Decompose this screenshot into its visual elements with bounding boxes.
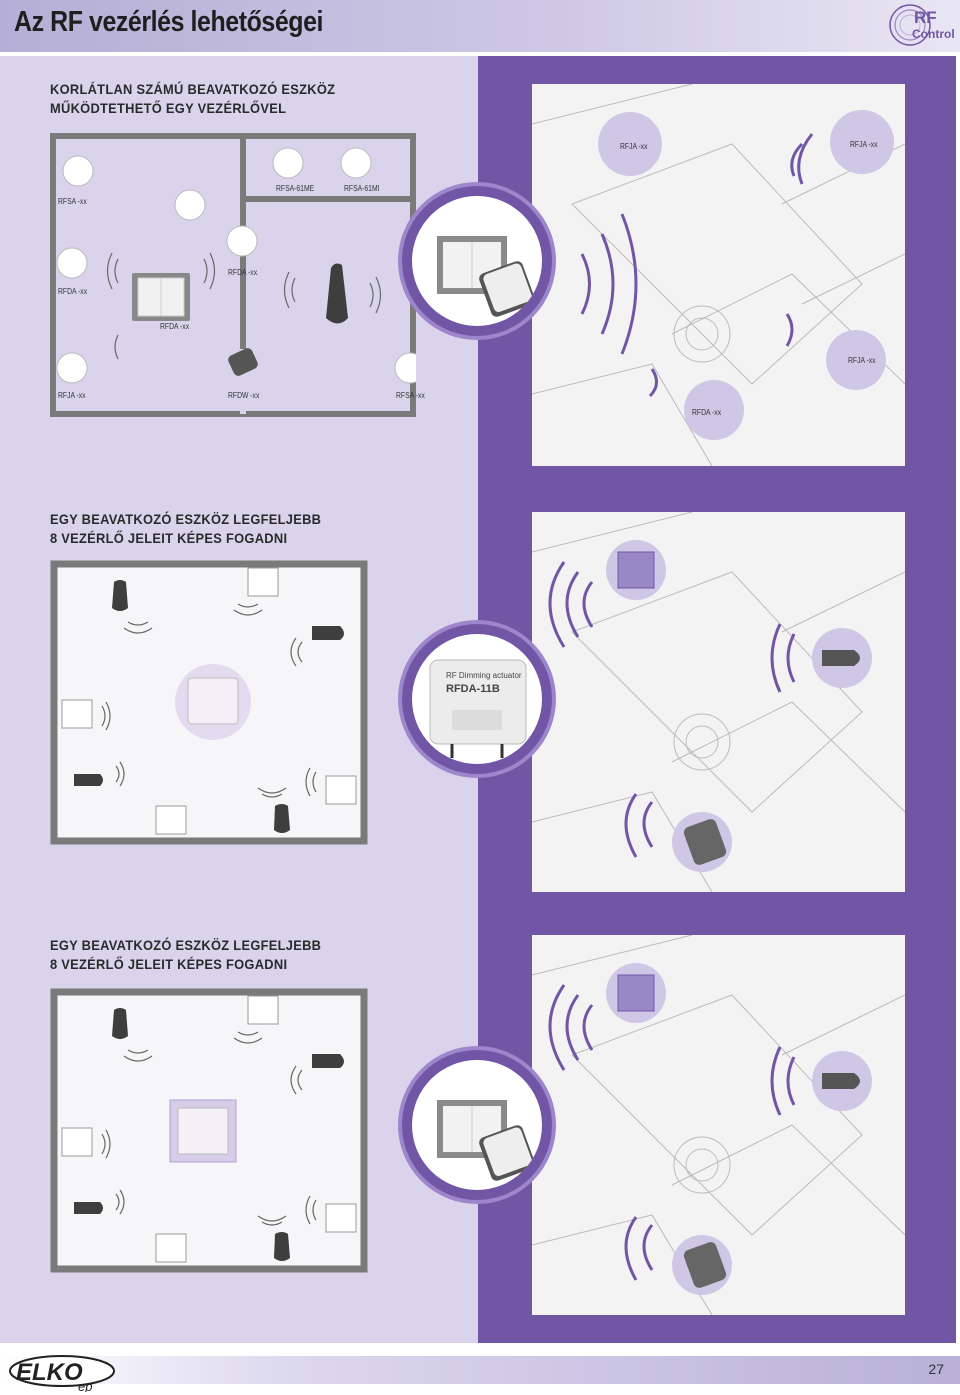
section1-heading-line2: MŰKÖDTETHETŐ EGY VEZÉRLŐVEL — [50, 100, 287, 116]
photo-label-rfja-3: RFJA -xx — [848, 356, 876, 365]
svg-text:ep: ep — [78, 1379, 92, 1392]
label-rfda-left: RFDA -xx — [58, 287, 88, 296]
section2-heading: EGY BEAVATKOZÓ ESZKÖZ LEGFELJEBB 8 VEZÉR… — [50, 510, 321, 548]
section2-heading-line1: EGY BEAVATKOZÓ ESZKÖZ LEGFELJEBB — [50, 511, 322, 527]
section2-heading-line2: 8 VEZÉRLŐ JELEIT KÉPES FOGADNI — [50, 530, 288, 546]
section3-heading: EGY BEAVATKOZÓ ESZKÖZ LEGFELJEBB 8 VEZÉR… — [50, 936, 321, 974]
section3-heading-line1: EGY BEAVATKOZÓ ESZKÖZ LEGFELJEBB — [50, 937, 322, 953]
rfja-badge-2 — [830, 110, 894, 174]
signal-waves-1 — [580, 133, 814, 398]
section1-heading: KORLÁTLAN SZÁMÚ BEAVATKOZÓ ESZKÖZ MŰKÖDT… — [50, 80, 335, 118]
page-number: 27 — [928, 1361, 944, 1377]
room-sketch-photo-2 — [532, 512, 905, 892]
page-title: Az RF vezérlés lehetőségei — [14, 6, 324, 38]
zoom-circle-2-inner: RF Dimming actuator RFDA-11B — [412, 634, 542, 764]
rfda-badge — [684, 380, 744, 440]
zoom-circle-3 — [398, 1046, 556, 1204]
floor-plan-1 — [50, 133, 416, 417]
elko-ep-logo: ELKO ep — [9, 1355, 115, 1392]
zoom-circle-1 — [398, 182, 556, 340]
label-rfsa61mi: RFSA-61MI — [344, 184, 380, 193]
room-sketch-photo-3 — [532, 935, 905, 1315]
section1-heading-line1: KORLÁTLAN SZÁMÚ BEAVATKOZÓ ESZKÖZ — [50, 81, 336, 97]
label-rfdw: RFDW -xx — [228, 391, 260, 400]
photo-label-rfja-1: RFJA -xx — [620, 142, 648, 151]
zoom-circle-1-inner — [412, 196, 542, 326]
footer-bar — [0, 1356, 960, 1384]
zoom-circle-2: RF Dimming actuator RFDA-11B — [398, 620, 556, 778]
floor-plan-3 — [50, 988, 368, 1273]
device-label-top: RF Dimming actuator — [446, 671, 522, 680]
label-rfsa-br: RFSA -xx — [396, 391, 425, 400]
device-label-model: RFDA-11B — [446, 683, 500, 695]
floor-plan-2 — [50, 560, 368, 845]
photo-label-rfja-2: RFJA -xx — [850, 140, 878, 149]
svg-text:RF: RF — [914, 8, 937, 27]
label-rfda-switch: RFDA -xx — [160, 322, 190, 331]
title-bar — [0, 0, 960, 52]
rfja-badge-3 — [826, 330, 886, 390]
label-rfja-bl: RFJA -xx — [58, 391, 86, 400]
svg-text:Control: Control — [912, 27, 955, 41]
rf-control-logo: RF Control — [889, 4, 955, 46]
label-rfsa-tl: RFSA -xx — [58, 197, 87, 206]
label-rfsa61me: RFSA-61ME — [276, 184, 315, 193]
svg-text:ELKO: ELKO — [16, 1359, 83, 1386]
label-rfda-mid: RFDA -xx — [228, 268, 258, 277]
section3-heading-line2: 8 VEZÉRLŐ JELEIT KÉPES FOGADNI — [50, 956, 288, 972]
rfja-badge-1 — [598, 112, 662, 176]
zoom-circle-3-inner — [412, 1060, 542, 1190]
photo-label-rfda: RFDA -xx — [692, 408, 722, 417]
